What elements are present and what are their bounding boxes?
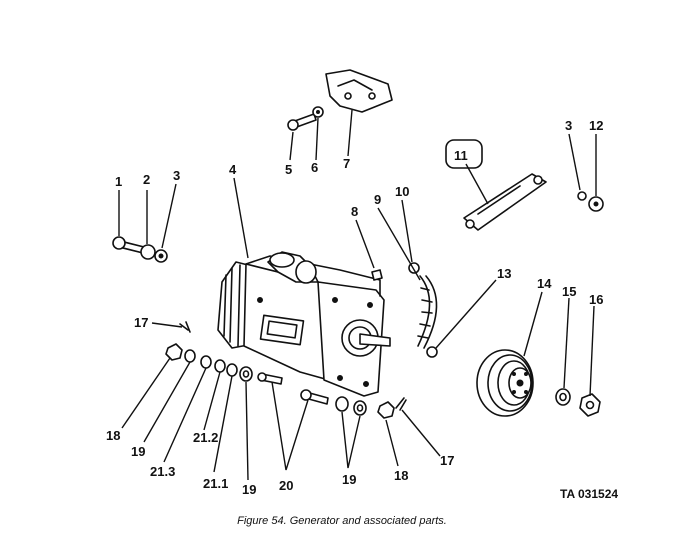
- callout-11-circle: [445, 139, 483, 169]
- figure-caption: Figure 54. Generator and associated part…: [237, 515, 447, 527]
- callout-21-2: 21.2: [193, 430, 218, 445]
- callout-5: 5: [285, 162, 292, 177]
- callout-17-upper: 17: [134, 315, 148, 330]
- callout-19-left: 19: [131, 444, 145, 459]
- lower-right-hardware: [335, 396, 395, 419]
- leader-lines: [118, 109, 597, 481]
- pulley: [476, 349, 534, 417]
- callout-13: 13: [497, 266, 511, 281]
- callout-6: 6: [311, 160, 318, 175]
- callout-3-right: 3: [565, 118, 572, 133]
- callout-labels: 1 2 3 4 5 6 7 8 9 10 11 3 12 13 14 15 16…: [106, 118, 603, 497]
- key: [371, 269, 383, 281]
- cotter-pin-lower: [395, 397, 407, 411]
- callout-18-right: 18: [394, 468, 408, 483]
- callout-21-3: 21.3: [150, 464, 175, 479]
- clamp-strap: [417, 275, 438, 349]
- callout-16: 16: [589, 292, 603, 307]
- callout-1: 1: [115, 174, 122, 189]
- callout-17-lower: 17: [440, 453, 454, 468]
- callout-10: 10: [395, 184, 409, 199]
- callout-4: 4: [229, 162, 237, 177]
- figure-tag: TA 031524: [560, 487, 618, 501]
- nut-13: [426, 346, 438, 358]
- callout-2: 2: [143, 172, 150, 187]
- callout-12: 12: [589, 118, 603, 133]
- adjusting-strap: [463, 173, 547, 231]
- callout-11: 11: [454, 148, 468, 163]
- washer-15: [555, 388, 571, 406]
- mounting-bracket: [325, 69, 393, 113]
- generator-body: [217, 251, 391, 397]
- callout-14: 14: [537, 276, 552, 291]
- nut-16: [579, 393, 601, 417]
- callout-18-left: 18: [106, 428, 120, 443]
- cotter-pin-upper: [179, 321, 191, 333]
- bolts-20: [257, 372, 329, 405]
- callout-19-middle: 19: [242, 482, 256, 497]
- callout-9: 9: [374, 192, 381, 207]
- callout-7: 7: [343, 156, 350, 171]
- washer-3-nut-12: [577, 191, 604, 212]
- callout-8: 8: [351, 204, 358, 219]
- bolt-5-washer-6: [287, 106, 324, 131]
- callout-3-left: 3: [173, 168, 180, 183]
- callout-19-right: 19: [342, 472, 356, 487]
- lower-left-hardware: [165, 343, 253, 382]
- callout-15: 15: [562, 284, 576, 299]
- callout-21-1: 21.1: [203, 476, 228, 491]
- callout-20: 20: [279, 478, 293, 493]
- bolt-1-washers-2-3: [112, 236, 168, 263]
